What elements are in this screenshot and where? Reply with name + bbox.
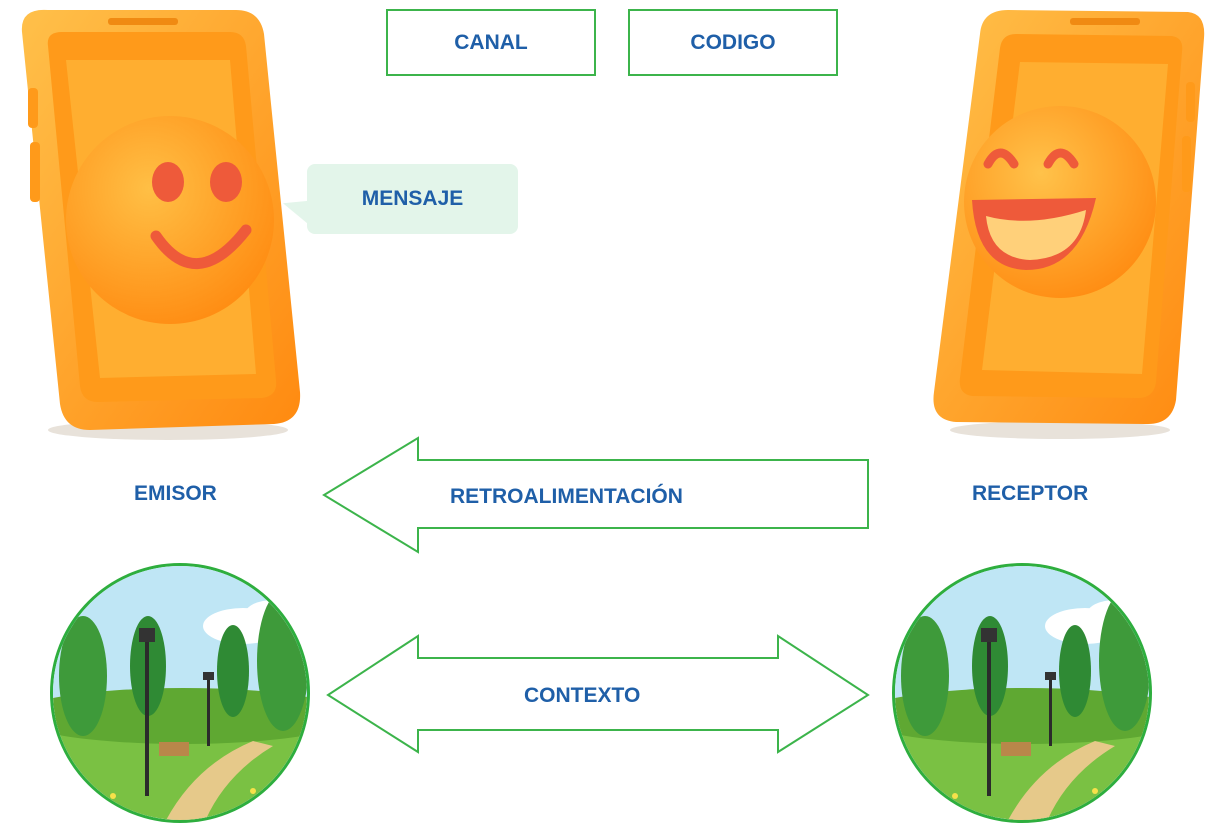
receptor-context-park-icon (892, 563, 1152, 823)
receptor-phone-icon (933, 10, 1205, 439)
emisor-context-park-icon (50, 563, 310, 823)
contexto-arrow (326, 634, 870, 754)
canal-box: CANAL (386, 9, 596, 76)
canal-label: CANAL (454, 30, 528, 54)
codigo-label: CODIGO (690, 30, 776, 54)
mensaje-bubble: MENSAJE (307, 164, 518, 234)
emisor-label: EMISOR (134, 482, 217, 505)
retroalimentacion-label: RETROALIMENTACIÓN (450, 485, 683, 508)
mensaje-label: MENSAJE (361, 187, 464, 210)
codigo-box: CODIGO (628, 9, 838, 76)
emisor-phone-icon (21, 9, 301, 440)
retroalimentacion-arrow (322, 436, 869, 554)
receptor-label: RECEPTOR (972, 482, 1089, 505)
contexto-label: CONTEXTO (524, 684, 641, 707)
